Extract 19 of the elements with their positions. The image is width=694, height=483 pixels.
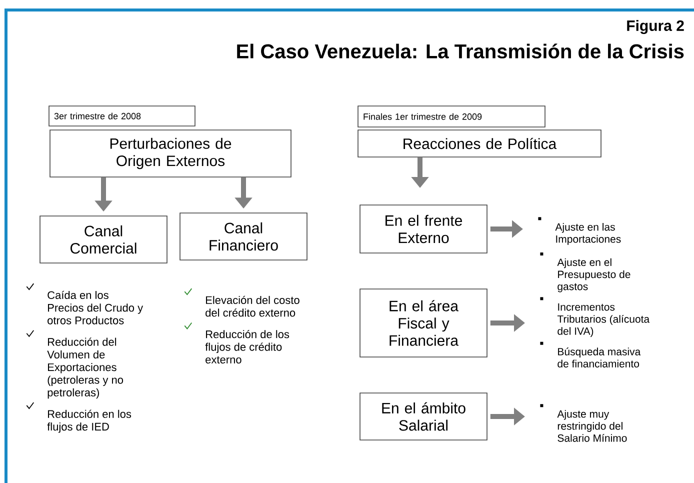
process-box: En el frente Externo bbox=[360, 204, 488, 254]
process-box: Perturbaciones de Origen Externos bbox=[50, 130, 292, 178]
title: El Caso Venezuela: La Transmisión de la Crisis bbox=[237, 44, 684, 58]
figure-number: Figura 2 bbox=[627, 20, 684, 34]
process-box: En el área Fiscal y Financiera bbox=[360, 288, 488, 358]
process-box: En el ámbito Salarial bbox=[360, 392, 488, 440]
bullet-list: Ajuste en las Importaciones bbox=[538, 217, 621, 245]
list-item: Reducción de los flujos de crédito externo bbox=[205, 330, 290, 364]
date-tab: 3er trimestre de 2008 bbox=[48, 106, 196, 126]
list-item: Reducción en los flujos de IED bbox=[47, 410, 132, 433]
list-item: Elevación del costo del crédito externo bbox=[206, 296, 300, 317]
process-box: Canal Comercial bbox=[40, 216, 168, 264]
list-item: Reducción del Volumen de Exportaciones (petroleras y no petroleras) bbox=[47, 338, 124, 399]
bullet-list: Ajuste en el Presupuesto de gastos Incrementos Tributarios (alícuota del IVA) Búsqueda masiva de financiamiento bbox=[540, 252, 650, 368]
bullet-list: Ajuste muy restringido del Salario Mínimo bbox=[540, 404, 627, 442]
process-box: Canal Financiero bbox=[180, 212, 308, 260]
list-item: Caída en los Precios del Crudo y otros Productos bbox=[48, 290, 144, 324]
process-box: Reacciones de Política bbox=[358, 130, 602, 158]
date-tab: Finales 1er trimestre de 2009 bbox=[358, 106, 546, 128]
